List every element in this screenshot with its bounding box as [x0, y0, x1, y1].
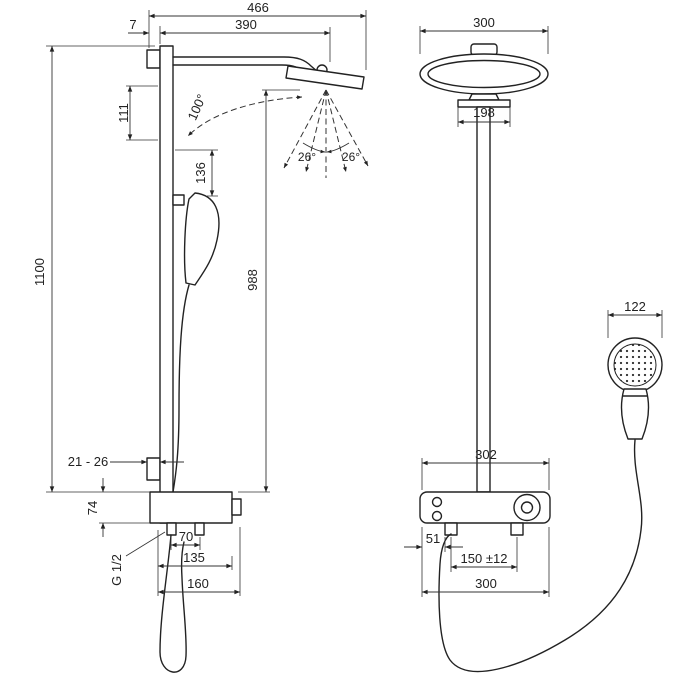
dim-depth-bottom-label: 160 — [187, 576, 209, 591]
dim-handshower-length-label: 136 — [193, 162, 208, 184]
dim-spray-angle-right-label: 26° — [342, 150, 360, 164]
shower-head-front — [419, 43, 549, 108]
hose-side-loop — [159, 534, 187, 673]
side-view: 466 7 390 111 100° 136 26° 26° 1100 988 … — [32, 0, 369, 673]
spray-cone — [283, 89, 369, 178]
dim-thread-label: G 1/2 — [109, 554, 124, 586]
handshower-side — [172, 192, 220, 286]
dim-valve-width-label: 300 — [475, 576, 497, 591]
dim-depth-mid-label: 135 — [183, 550, 205, 565]
select-button-top — [431, 496, 443, 508]
dim-wall-clearance-label: 21 - 26 — [68, 454, 108, 469]
dim-total-height-label: 1100 — [32, 258, 47, 286]
dim-valve-span-label: 302 — [475, 447, 497, 462]
dim-head-width-label: 300 — [473, 15, 495, 30]
riser-pipe — [476, 106, 491, 493]
side-dimension-lines — [49, 13, 367, 595]
dim-edge-offset-label: 51 — [426, 531, 440, 546]
dim-outlet-spacing-label: 70 — [179, 529, 193, 544]
hose-front — [438, 439, 643, 673]
handshower-front — [607, 337, 663, 440]
dim-supply-spacing-label: 150 ±12 — [461, 551, 508, 566]
select-button-bottom — [431, 510, 443, 522]
dim-total-width-label: 466 — [247, 0, 269, 15]
supply-connection-right — [510, 522, 524, 536]
dim-head-to-valve-label: 988 — [245, 269, 260, 291]
front-view: 300 198 302 122 51 150 ±12 300 — [404, 15, 663, 673]
supply-connection-left — [444, 522, 458, 536]
dim-wall-offset-label: 7 — [129, 17, 136, 32]
dim-swivel-angle-label: 100° — [185, 92, 210, 123]
dim-arm-drop-label: 111 — [116, 103, 131, 123]
wall-bar — [146, 45, 174, 524]
swivel-arc — [187, 95, 303, 137]
front-dimension-lines — [404, 28, 663, 595]
shower-head-side — [285, 65, 365, 90]
shower-arm-side — [172, 56, 365, 90]
thermostat-side — [149, 491, 242, 536]
dim-joint-width-label: 198 — [473, 105, 495, 120]
hose-side-upper — [172, 284, 190, 493]
dim-valve-height-label: 74 — [85, 501, 100, 515]
dim-handshower-width-label: 122 — [624, 299, 646, 314]
dim-spray-angle-left-label: 26° — [298, 150, 316, 164]
dim-arm-reach-label: 390 — [235, 17, 257, 32]
thermostat-front — [419, 491, 551, 536]
